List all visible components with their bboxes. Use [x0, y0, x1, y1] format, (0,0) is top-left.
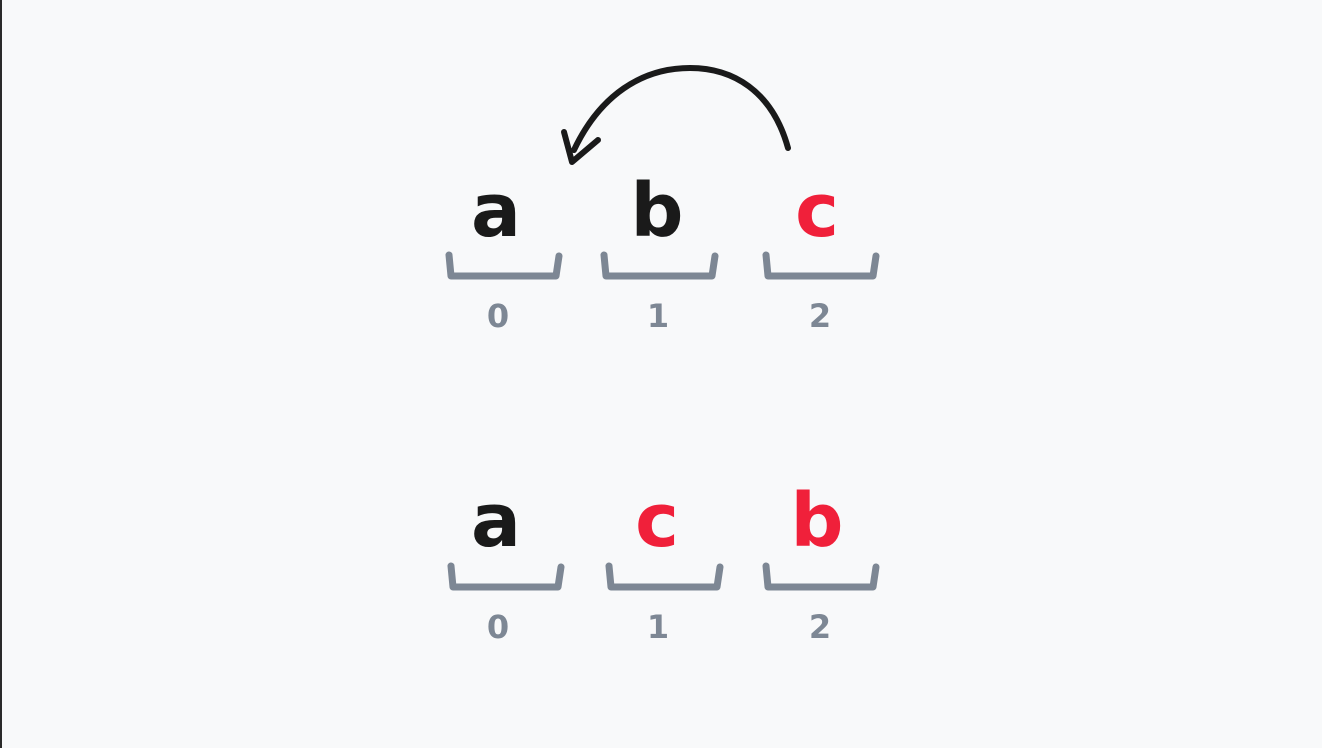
cell-slot — [605, 562, 724, 591]
cell-slot — [762, 251, 880, 280]
cell-index: 0 — [487, 608, 509, 646]
cell-letter: c — [635, 478, 679, 564]
cell-slot — [447, 562, 565, 591]
move-arrow — [571, 65, 791, 153]
cell-index: 2 — [809, 608, 831, 646]
array-row-after: a c b 0 1 2 — [447, 478, 880, 646]
cell-index: 0 — [487, 297, 509, 335]
cell-slot — [445, 251, 563, 280]
cell-letter: b — [791, 478, 844, 564]
cell-index: 1 — [647, 297, 669, 335]
cell-slot — [600, 251, 719, 280]
cell-index: 1 — [647, 608, 669, 646]
cell-slot — [762, 562, 880, 591]
cell-index: 2 — [809, 297, 831, 335]
cell-letter: a — [471, 478, 521, 564]
move-arrow-head-icon — [561, 129, 601, 165]
cell-letter: c — [795, 168, 839, 254]
array-row-before: a b c 0 1 2 — [445, 65, 880, 335]
cell-letter: b — [631, 168, 684, 254]
cell-letter: a — [471, 168, 521, 254]
